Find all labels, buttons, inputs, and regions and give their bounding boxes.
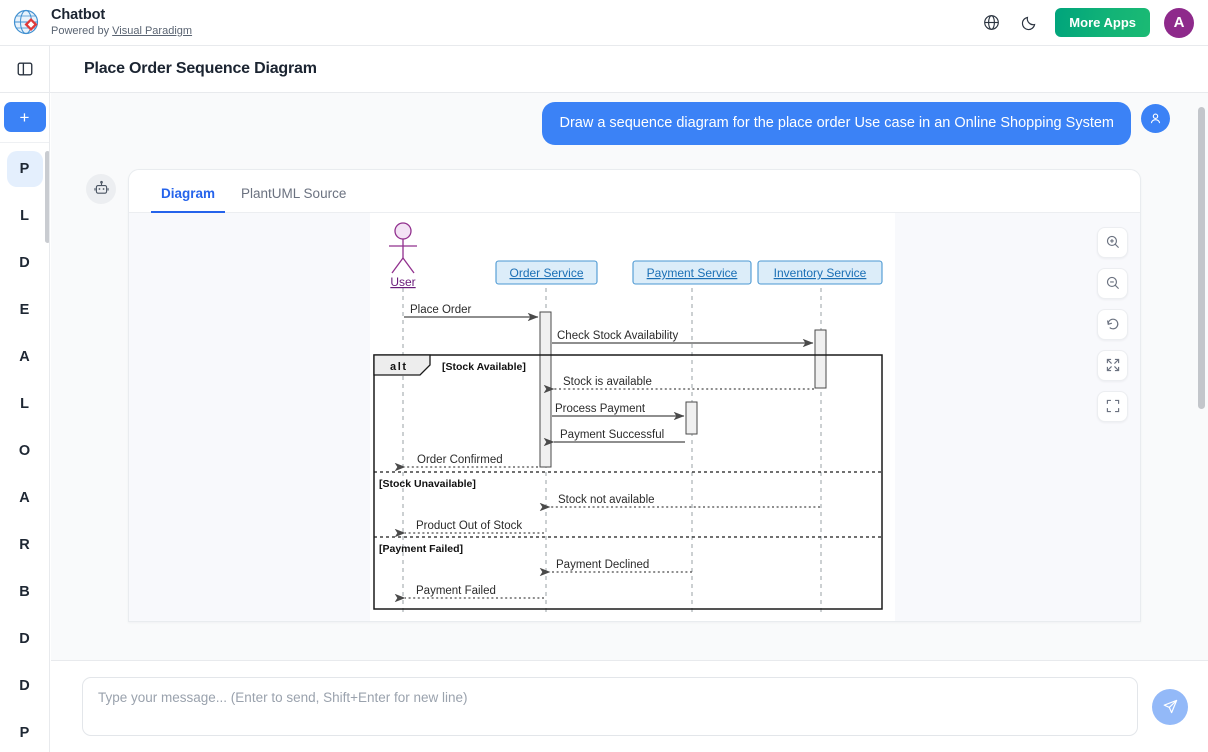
tab-plantuml-source[interactable]: PlantUML Source (241, 185, 347, 201)
left-sidebar-rail: + P L D E A L O A R B D D P (0, 93, 50, 752)
msg-label-stock-not-available: Stock not available (558, 494, 655, 506)
assistant-message-row: Diagram PlantUML Source (51, 145, 1208, 622)
sidebar-chat-item[interactable]: A (19, 349, 30, 365)
new-chat-container: + (0, 93, 49, 143)
page-title-bar: Place Order Sequence Diagram (0, 46, 1208, 93)
composer-inner (51, 661, 1208, 736)
sidebar-chat-item[interactable]: L (20, 208, 29, 224)
message-input[interactable] (82, 677, 1138, 736)
sidebar-chat-item[interactable]: D (19, 255, 30, 271)
more-apps-button[interactable]: More Apps (1055, 8, 1150, 37)
result-tabs: Diagram PlantUML Source (129, 170, 1140, 213)
msg-label-order-confirmed: Order Confirmed (417, 454, 503, 466)
zoom-out-icon[interactable] (1097, 267, 1128, 299)
fit-screen-icon[interactable] (1097, 349, 1128, 381)
canvas-toolbar (1097, 226, 1128, 422)
msg-label-place-order: Place Order (410, 304, 472, 316)
sidebar-chat-item[interactable]: L (20, 396, 29, 412)
globe-icon[interactable] (979, 11, 1003, 35)
msg-label-check-stock: Check Stock Availability (557, 330, 678, 342)
avatar[interactable]: A (1164, 7, 1194, 38)
fullscreen-icon[interactable] (1097, 390, 1128, 422)
sequence-diagram: User Order Service Payment Service Inven… (370, 212, 895, 621)
top-header-actions: More Apps A (979, 7, 1208, 38)
brand-block: Chatbot Powered by Visual Paradigm (0, 7, 192, 37)
sidebar-chat-item[interactable]: R (19, 537, 30, 553)
diagram-result-card: Diagram PlantUML Source (128, 168, 1141, 622)
app-title: Chatbot (51, 7, 106, 24)
actor-user (389, 222, 417, 274)
msg-label-payment-declined: Payment Declined (556, 559, 649, 571)
message-composer (51, 660, 1208, 752)
chat-main-area: Draw a sequence diagram for the place or… (51, 93, 1208, 660)
reset-rotate-icon[interactable] (1097, 308, 1128, 340)
sidebar-chat-item[interactable]: B (19, 584, 30, 600)
sidebar-chat-item[interactable]: D (19, 631, 30, 647)
tab-diagram[interactable]: Diagram (151, 180, 226, 213)
user-message-bubble: Draw a sequence diagram for the place or… (542, 102, 1131, 145)
user-message-row: Draw a sequence diagram for the place or… (51, 93, 1208, 145)
moon-icon[interactable] (1017, 11, 1041, 35)
zoom-in-icon[interactable] (1097, 226, 1128, 258)
msg-label-product-out-of-stock: Product Out of Stock (416, 520, 522, 532)
send-paper-plane-icon[interactable] (1152, 688, 1188, 725)
person-icon (1141, 104, 1170, 133)
msg-label-payment-failed: Payment Failed (416, 585, 496, 597)
msg-label-payment-successful: Payment Successful (560, 429, 664, 441)
guard-stock-unavailable: [Stock Unavailable] (379, 478, 476, 490)
page-title: Place Order Sequence Diagram (84, 60, 317, 77)
powered-by-line: Powered by Visual Paradigm (51, 25, 192, 38)
new-chat-button[interactable]: + (3, 102, 46, 132)
robot-icon (86, 173, 116, 204)
msg-label-process-payment: Process Payment (555, 403, 646, 415)
sidebar-chat-item[interactable]: P (19, 725, 30, 741)
sidebar-chat-item[interactable]: D (19, 678, 30, 694)
msg-label-stock-available: Stock is available (563, 376, 652, 388)
globe-diamond-logo (12, 8, 42, 38)
svg-text:Order Service: Order Service (509, 266, 583, 280)
actor-label: User (390, 275, 415, 289)
top-header-bar: Chatbot Powered by Visual Paradigm More … (0, 0, 1208, 46)
sidebar-scrollbar[interactable] (45, 151, 49, 243)
guard-stock-available: [Stock Available] (442, 361, 526, 373)
sidebar-chat-item[interactable]: E (19, 302, 30, 318)
chat-scrollbar[interactable] (1198, 107, 1205, 409)
brand-text: Chatbot Powered by Visual Paradigm (51, 7, 192, 37)
panel-left-icon[interactable] (0, 46, 50, 92)
svg-text:Payment Service: Payment Service (647, 266, 738, 280)
svg-text:alt: alt (390, 361, 408, 373)
diagram-canvas-wrapper: User Order Service Payment Service Inven… (129, 212, 1140, 621)
participant-boxes: Order Service Payment Service Inventory … (495, 260, 883, 285)
sidebar-chat-item[interactable]: O (18, 443, 31, 459)
alt-operator-tab: alt (373, 354, 431, 376)
svg-text:Inventory Service: Inventory Service (774, 266, 867, 280)
chat-history-list: P L D E A L O A R B D D P (0, 143, 49, 752)
powered-by-prefix: Powered by (51, 25, 113, 38)
alt-fragment (373, 354, 883, 610)
sidebar-chat-item[interactable]: A (19, 490, 30, 506)
guard-payment-failed: [Payment Failed] (379, 543, 463, 555)
sidebar-chat-item[interactable]: P (6, 151, 43, 187)
visual-paradigm-link[interactable]: Visual Paradigm (112, 25, 193, 38)
